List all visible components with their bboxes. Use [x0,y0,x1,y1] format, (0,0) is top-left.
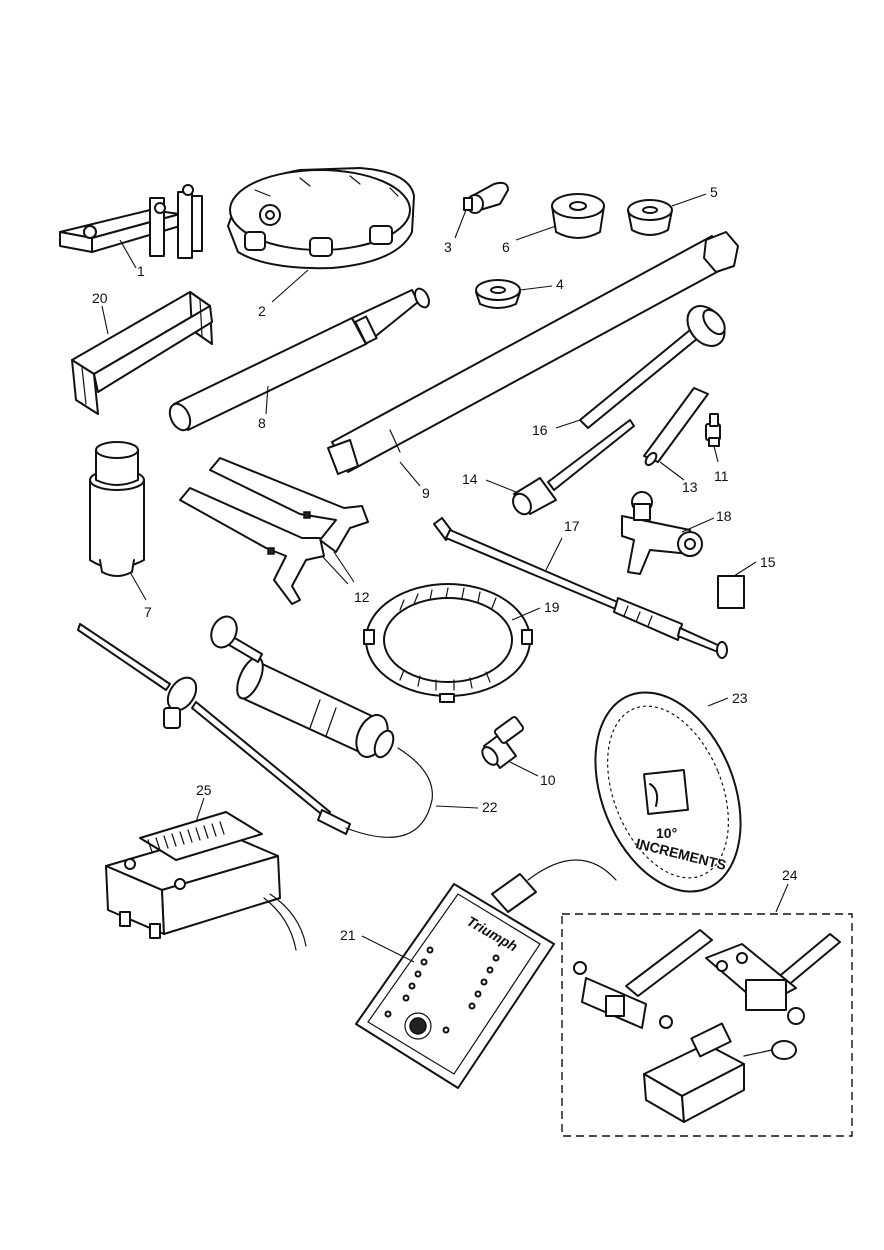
callout-7: 7 [144,604,152,620]
part-15-shim [717,575,745,609]
callout-10: 10 [540,772,556,788]
part-25-ignition-box [105,811,307,951]
callout-24: 24 [782,867,798,883]
chain-tool-a [573,929,713,1029]
chain-tool-b [705,933,841,1025]
chain-tool-c [643,1022,797,1123]
part-18-holder [621,491,703,575]
callout-22: 22 [482,799,498,815]
callout-23: 23 [732,690,748,706]
part-1-bracket-tool [59,184,203,259]
callout-14: 14 [462,471,478,487]
callout-21: 21 [340,927,356,943]
callout-15: 15 [760,554,776,570]
callout-12: 12 [354,589,370,605]
callout-19: 19 [544,599,560,615]
tester-leds [384,946,500,1034]
part-17-tool [433,517,728,659]
part-13-drift [643,387,709,467]
part-20-bracket [71,291,213,415]
callout-16: 16 [532,422,548,438]
part-22-syringe [77,615,433,838]
callout-6: 6 [502,239,510,255]
part-14-socket [512,419,635,516]
callout-18: 18 [716,508,732,524]
part-23-degree-wheel: 10° INCREMENTS [594,691,742,893]
part-2-holding-plate [227,167,415,270]
callout-2: 2 [258,303,266,319]
part-8-puller [168,287,430,432]
callout-17: 17 [564,518,580,534]
part-11-adapter [705,413,721,447]
part-10-fitting [481,716,525,769]
callout-13: 13 [682,479,698,495]
part-6-bush [551,193,605,239]
part-21-tester: Triumph [355,859,617,1089]
part-4-bush [475,279,521,309]
callout-5: 5 [710,184,718,200]
callout-8: 8 [258,415,266,431]
part-7-sleeve [89,441,145,577]
part-12-spanners [179,457,369,605]
part-19-ring [363,583,533,703]
callout-3: 3 [444,239,452,255]
part-5-bush [627,199,673,236]
degree-wheel-label-1: 10° [656,825,677,841]
callout-1: 1 [137,263,145,279]
part-3-plug [463,181,509,214]
part-16-valve-tool [579,305,726,429]
part-9-tube [327,231,739,475]
callout-9: 9 [422,485,430,501]
callout-20: 20 [92,290,108,306]
callout-25: 25 [196,782,212,798]
part-24-chain-tool-kit [561,913,853,1137]
callout-4: 4 [556,276,564,292]
callout-11: 11 [714,468,729,484]
